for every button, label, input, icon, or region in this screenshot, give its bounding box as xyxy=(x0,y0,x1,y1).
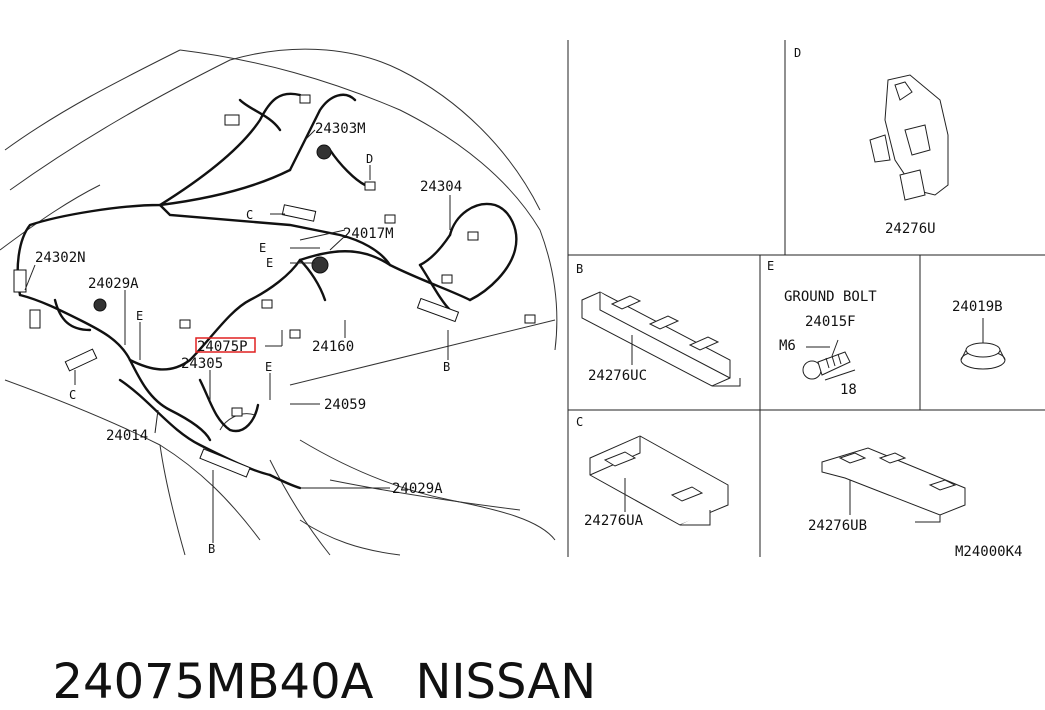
panel-C-part: 24276UA xyxy=(584,513,644,529)
bracket-24276UB-drawing xyxy=(821,447,966,523)
diagram-code: M24000K4 xyxy=(955,544,1022,560)
panel-B: B 24276UC xyxy=(576,262,741,387)
panel-C-letter: C xyxy=(576,415,583,429)
callout-B-right: B xyxy=(443,360,450,374)
part-number: 24075MB40A xyxy=(52,654,374,710)
label-24059: 24059 xyxy=(324,397,366,413)
bracket-24276U-drawing xyxy=(869,74,949,201)
bracket-24276UC-drawing xyxy=(581,291,741,387)
panel-E-size: M6 xyxy=(779,338,796,354)
parts-diagram: 24303M 24304 24017M 24302N 24029A 24075P… xyxy=(0,40,1045,560)
car-body-outline xyxy=(0,48,558,556)
callout-B-bottom: B xyxy=(208,542,215,556)
highlight-box-24075P xyxy=(195,337,256,353)
panel-C: C 24276UA xyxy=(576,415,729,529)
panel-E-title: GROUND BOLT xyxy=(784,289,877,305)
label-24160: 24160 xyxy=(312,339,354,355)
panel-B-part: 24276UC xyxy=(588,368,647,384)
label-24305: 24305 xyxy=(181,356,223,372)
panel-UB-part: 24276UB xyxy=(808,518,867,534)
callout-C-top: C xyxy=(246,208,253,222)
callout-E-3: E xyxy=(136,309,143,323)
panel-D: D 24276U xyxy=(794,46,949,237)
label-24075P: 24075P xyxy=(197,339,248,355)
wire-harness xyxy=(16,92,518,490)
callout-E-1: E xyxy=(259,241,266,255)
label-24029A-bottom: 24029A xyxy=(392,481,443,497)
leader-lines xyxy=(24,129,451,543)
bracket-24276UA-drawing xyxy=(589,435,729,526)
callout-D: D xyxy=(366,152,373,166)
connector-blocks xyxy=(13,94,536,478)
panel-D-part: 24276U xyxy=(885,221,936,237)
label-24017M: 24017M xyxy=(343,226,394,242)
main-labels: 24303M 24304 24017M 24302N 24029A 24075P… xyxy=(35,121,462,497)
panel-E-letter: E xyxy=(767,259,774,273)
callout-E-2: E xyxy=(266,256,273,270)
panel-grid xyxy=(567,40,1045,557)
label-24029A-top: 24029A xyxy=(88,276,139,292)
label-24302N: 24302N xyxy=(35,250,86,266)
panel-24019B-part: 24019B xyxy=(952,299,1003,315)
label-24304: 24304 xyxy=(420,179,462,195)
panel-D-letter: D xyxy=(794,46,801,60)
brand-name: NISSAN xyxy=(415,654,597,710)
panel-E-part: 24015F xyxy=(805,314,856,330)
panel-E: E GROUND BOLT 24015F M6 18 xyxy=(767,259,877,398)
callout-letters: D C E E E E C B B xyxy=(69,152,450,556)
callout-C-left: C xyxy=(69,388,76,402)
panel-B-letter: B xyxy=(576,262,583,276)
grommet-24019B-drawing xyxy=(960,318,1006,370)
part-footer: 24075MB40A NISSAN xyxy=(22,598,597,710)
panel-E-length: 18 xyxy=(840,382,857,398)
panel-UB: 24276UB xyxy=(808,447,966,534)
label-24303M: 24303M xyxy=(315,121,366,137)
label-24014: 24014 xyxy=(106,428,148,444)
ground-bolt-icon xyxy=(802,339,856,381)
panel-24019B: 24019B xyxy=(952,299,1006,370)
callout-E-4: E xyxy=(265,360,272,374)
